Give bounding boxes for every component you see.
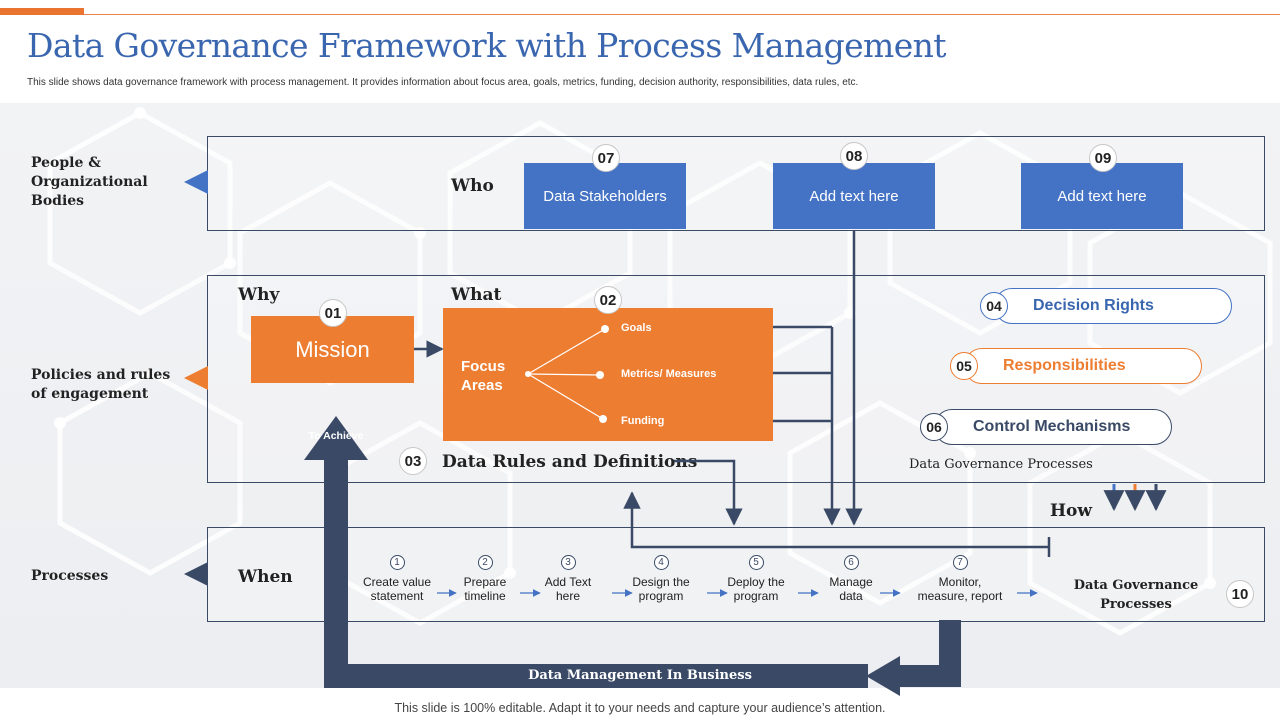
- process-step-1: 1 Create value statement: [352, 555, 442, 603]
- step-number: 5: [748, 555, 764, 570]
- triangle-left-icon: [184, 562, 208, 586]
- who-heading: Who: [451, 176, 494, 196]
- process-step-6: 6 Manage data: [806, 555, 896, 603]
- step-number: 2: [477, 555, 493, 570]
- process-step-2: 2 Prepare timeline: [440, 555, 530, 603]
- step-label: Create value statement: [362, 575, 432, 603]
- step-label: Prepare timeline: [463, 575, 507, 603]
- process-step-3: 3 Add Text here: [523, 555, 613, 603]
- row-label-policies: Policies and rules of engagement: [31, 367, 171, 402]
- data-management-loop-arrow: [324, 458, 868, 688]
- number-badge-02: 02: [594, 286, 622, 314]
- focus-areas-label: Focus Areas: [461, 358, 506, 394]
- step-number: 3: [560, 555, 576, 570]
- top-divider: [0, 14, 1280, 15]
- step-number: 1: [389, 555, 405, 570]
- process-step-7: 7 Monitor, measure, report: [905, 555, 1015, 603]
- who-box-3: Add text here: [1021, 163, 1183, 229]
- control-mechanisms-pill: Control Mechanisms: [934, 409, 1172, 445]
- focus-fan-lines: [527, 328, 606, 420]
- step-number: 6: [843, 555, 859, 570]
- mission-box: Mission: [251, 316, 414, 383]
- to-achieve-label: To Achieve: [308, 430, 364, 442]
- loop-arrow-head-left: [866, 656, 900, 696]
- step-label: Deploy the program: [727, 575, 785, 603]
- number-badge-05: 05: [950, 352, 978, 380]
- stakeholders-box: Data Stakeholders: [524, 163, 686, 229]
- decision-rights-pill: Decision Rights: [994, 288, 1232, 324]
- processes-panel: [207, 527, 1265, 622]
- top-accent-bar: [0, 8, 84, 15]
- process-step-5: 5 Deploy the program: [711, 555, 801, 603]
- number-badge-07: 07: [592, 144, 620, 172]
- step-label: Manage data: [829, 575, 873, 603]
- number-badge-03: 03: [399, 447, 427, 475]
- step-label: Monitor, measure, report: [917, 575, 1003, 603]
- focus-item-metrics: Metrics/ Measures: [621, 368, 717, 380]
- who-box-2: Add text here: [773, 163, 935, 229]
- to-achieve-arrow-head: [304, 416, 368, 460]
- step-number: 4: [653, 555, 669, 570]
- footer-note: This slide is 100% editable. Adapt it to…: [394, 701, 886, 715]
- triangle-left-icon: [184, 366, 208, 390]
- dg-processes-caption: Data Governance Processes: [909, 457, 1093, 472]
- focus-fan-dots: [525, 325, 609, 423]
- number-badge-01: 01: [319, 299, 347, 327]
- focus-item-funding: Funding: [621, 415, 665, 427]
- feedback-connector: [623, 491, 1049, 549]
- what-heading: What: [451, 285, 502, 305]
- step-label: Design the program: [632, 575, 690, 603]
- responsibilities-pill: Responsibilities: [964, 348, 1202, 384]
- rules-connector: [674, 459, 743, 526]
- focus-outlet-lines: [773, 325, 841, 526]
- number-badge-10: 10: [1226, 580, 1254, 608]
- data-management-return-arrow: [900, 620, 961, 687]
- page-title: Data Governance Framework with Process M…: [27, 26, 947, 65]
- when-heading: When: [238, 567, 293, 587]
- number-badge-08: 08: [840, 142, 868, 170]
- data-rules-label: Data Rules and Definitions: [442, 452, 698, 472]
- focus-item-goals: Goals: [621, 322, 652, 334]
- row-label-people: People & Organizational Bodies: [31, 155, 148, 209]
- number-badge-04: 04: [980, 292, 1008, 320]
- triangle-left-icon: [184, 170, 208, 194]
- number-badge-06: 06: [920, 413, 948, 441]
- why-heading: Why: [238, 285, 280, 305]
- data-management-label: Data Management In Business: [528, 668, 752, 683]
- page-subtitle: This slide shows data governance framewo…: [27, 77, 859, 88]
- number-badge-09: 09: [1089, 144, 1117, 172]
- step-number: 7: [952, 555, 968, 570]
- row-label-processes: Processes: [31, 568, 109, 584]
- how-heading: How: [1050, 501, 1093, 521]
- process-step-4: 4 Design the program: [616, 555, 706, 603]
- dg-processes-end-label: Data Governance Processes: [1073, 578, 1199, 612]
- step-label: Add Text here: [544, 575, 592, 603]
